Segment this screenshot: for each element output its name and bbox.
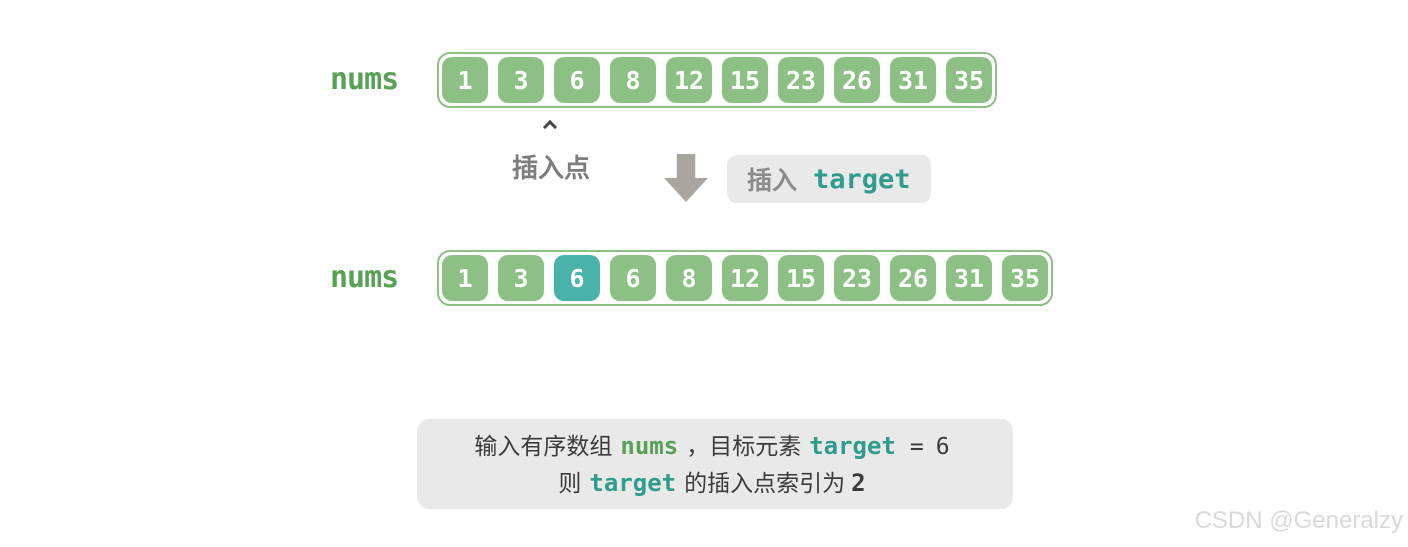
caption-segment: 输入有序数组 xyxy=(474,432,613,459)
array-cell: 23 xyxy=(778,57,824,103)
array-cell: 26 xyxy=(834,57,880,103)
array-label-nums-top: nums xyxy=(330,62,399,97)
array-cell: 1 xyxy=(442,57,488,103)
array-cell: 8 xyxy=(666,255,712,301)
caption-line-1: 输入有序数组 nums ，目标元素 target = 6 xyxy=(474,429,955,464)
array-cell: 3 xyxy=(498,57,544,103)
array-cell: 1 xyxy=(442,255,488,301)
watermark: CSDN @Generalzy xyxy=(1194,507,1403,534)
caption-segment: 则 xyxy=(558,469,582,496)
array-cell: 26 xyxy=(890,255,936,301)
caption-segment: 2 xyxy=(851,468,866,497)
caption-segment: ，目标元素 xyxy=(686,432,802,459)
array-cell: 35 xyxy=(946,57,992,103)
array-cell: 31 xyxy=(946,255,992,301)
array-cell: 6 xyxy=(554,57,600,103)
caption-segment: 6 xyxy=(935,433,950,460)
array-cell: 8 xyxy=(610,57,656,103)
array-label-nums-bottom: nums xyxy=(330,260,399,295)
array-cell: 6 xyxy=(554,255,600,301)
caption-segment: nums xyxy=(620,431,679,460)
insertion-caret-icon xyxy=(544,121,556,133)
caption-segment: target xyxy=(589,468,677,497)
array-cell: 3 xyxy=(498,255,544,301)
insert-action-code: target xyxy=(813,163,911,195)
array-cell: 15 xyxy=(722,57,768,103)
array-cell: 15 xyxy=(778,255,824,301)
down-arrow-icon xyxy=(664,154,708,202)
insert-target-badge: 插入 target xyxy=(727,155,931,203)
array-cell: 35 xyxy=(1002,255,1048,301)
array-cell: 12 xyxy=(666,57,712,103)
array-cell: 6 xyxy=(610,255,656,301)
caption-segment: target xyxy=(809,431,896,460)
array-cell: 23 xyxy=(834,255,880,301)
insertion-point-label: 插入点 xyxy=(511,153,590,183)
array-cell: 31 xyxy=(890,57,936,103)
caption-segment: = xyxy=(909,433,924,460)
array-cell: 12 xyxy=(722,255,768,301)
insert-action-text: 插入 xyxy=(747,167,798,195)
caption-segment: 的插入点索引为 xyxy=(684,469,846,496)
